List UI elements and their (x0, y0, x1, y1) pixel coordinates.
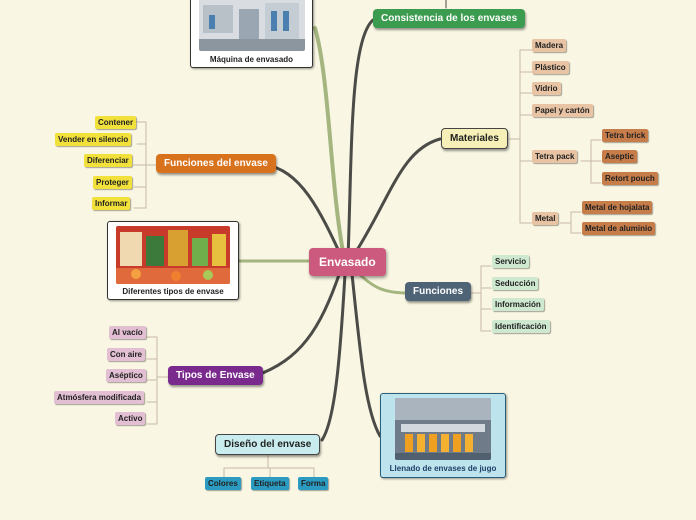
branch-funciones-envase[interactable]: Funciones del envase (156, 154, 276, 173)
metal-item-hojalata[interactable]: Metal de hojalata (582, 201, 653, 214)
funcion-envase-proteger[interactable]: Proteger (93, 176, 132, 189)
branch-funciones[interactable]: Funciones (405, 282, 472, 301)
tipo-con-aire[interactable]: Con aire (107, 348, 146, 361)
branch-tipos-envase[interactable]: Tipos de Envase (168, 366, 263, 385)
metal-item-aluminio[interactable]: Metal de aluminio (582, 222, 656, 235)
funcion-envase-contener[interactable]: Contener (95, 116, 137, 129)
materiales-papel[interactable]: Papel y cartón (532, 104, 593, 117)
image-caption-maquina: Máquina de envasado (209, 55, 294, 64)
tetra-item-retort[interactable]: Retort pouch (602, 172, 658, 185)
tipo-atmosfera[interactable]: Atmósfera modificada (54, 391, 145, 404)
materiales-tetra-pack[interactable]: Tetra pack (532, 150, 578, 163)
machine-image (198, 0, 305, 51)
tipo-aseptico[interactable]: Aséptico (106, 369, 146, 382)
tetra-item-aseptic[interactable]: Aseptic (602, 150, 637, 163)
diseno-etiqueta[interactable]: Etiqueta (251, 477, 289, 490)
packaging-types-image (116, 226, 230, 284)
funcion-seduccion[interactable]: Seducción (492, 277, 539, 290)
tetra-item-brick[interactable]: Tetra brick (602, 129, 649, 142)
diseno-colores[interactable]: Colores (205, 477, 241, 490)
image-caption-tipos-envase: Diferentes tipos de envase (122, 287, 224, 296)
funcion-identificacion[interactable]: Identificación (492, 320, 550, 333)
materiales-metal[interactable]: Metal (532, 212, 559, 225)
branch-diseno-envase[interactable]: Diseño del envase (215, 434, 321, 455)
image-card-llenado[interactable]: Llenado de envases de jugo (380, 393, 506, 478)
diseno-forma[interactable]: Forma (298, 477, 329, 490)
funcion-envase-diferenciar[interactable]: Diferenciar (84, 154, 132, 167)
materiales-plastico[interactable]: Plástico (532, 61, 569, 74)
branch-materiales[interactable]: Materiales (441, 128, 508, 149)
materiales-vidrio[interactable]: Vidrio (532, 82, 561, 95)
tipo-activo[interactable]: Activo (115, 412, 146, 425)
funcion-servicio[interactable]: Servicio (492, 255, 530, 268)
image-card-tipos-envase[interactable]: Diferentes tipos de envase (107, 221, 239, 300)
central-topic[interactable]: Envasado (309, 248, 386, 276)
materiales-madera[interactable]: Madera (532, 39, 567, 52)
tipo-al-vacio[interactable]: Al vacío (109, 326, 146, 339)
image-card-maquina[interactable]: Máquina de envasado (190, 0, 313, 68)
funcion-envase-informar[interactable]: Informar (92, 197, 131, 210)
funcion-informacion[interactable]: Información (492, 298, 544, 311)
image-caption-llenado: Llenado de envases de jugo (389, 464, 497, 473)
funcion-envase-vender[interactable]: Vender en silencio (55, 133, 132, 146)
branch-consistencia[interactable]: Consistencia de los envases (373, 9, 526, 28)
juice-filling-image (395, 398, 491, 460)
